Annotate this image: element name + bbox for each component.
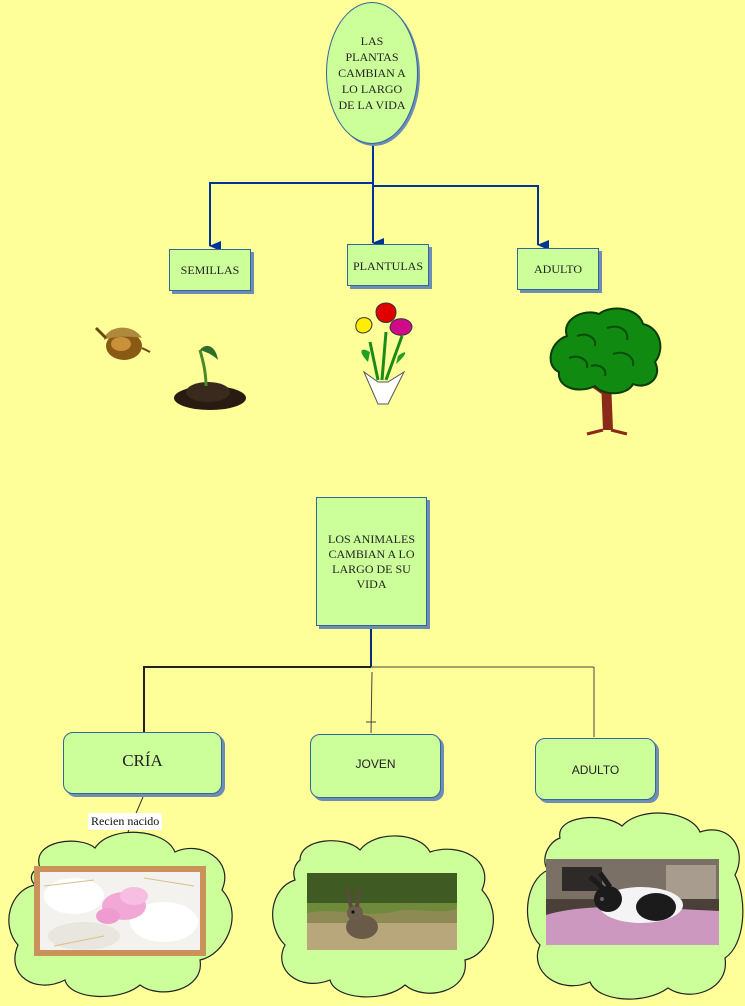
cria-note: Recien nacido [91,814,160,828]
animals-title-node: LOS ANIMALES CAMBIAN A LO LARGO DE SU VI… [316,497,427,626]
tulips-icon [355,302,413,405]
stage-label-adulto-plant: ADULTO [533,261,582,276]
animals-title: LOS ANIMALES CAMBIAN A LO LARGO DE SU VI… [327,531,415,591]
plants-title: LAS PLANTAS CAMBIAN A LO LARGO DE LA VID… [338,34,406,112]
stage-label-joven: JOVEN [355,757,396,771]
stage-label-adulto-animal: ADULTO [571,763,620,777]
stage-box-adulto-plant: ADULTO [517,248,599,290]
stage-box-adulto-animal: ADULTO [535,738,656,800]
stage-box-cria: CRÍA [63,732,222,794]
cria-note-label: Recien nacido [88,813,163,830]
stage-box-joven: JOVEN [310,734,441,798]
newborn-rabbits-photo [34,866,206,956]
adult-rabbit-photo [546,859,719,945]
stage-label-cria: CRÍA [122,751,163,770]
stage-box-semillas: SEMILLAS [169,249,251,291]
young-rabbit-photo [307,873,457,950]
stage-label-plantulas: PLANTULAS [352,259,423,273]
acorn-icon [94,326,151,360]
tree-icon [549,307,662,436]
plant-connectors [209,144,549,251]
plants-title-node: LAS PLANTAS CAMBIAN A LO LARGO DE LA VID… [326,2,418,144]
sprout-icon [174,345,246,410]
stage-box-plantulas: PLANTULAS [347,244,429,286]
stage-label-semillas: SEMILLAS [180,262,240,277]
